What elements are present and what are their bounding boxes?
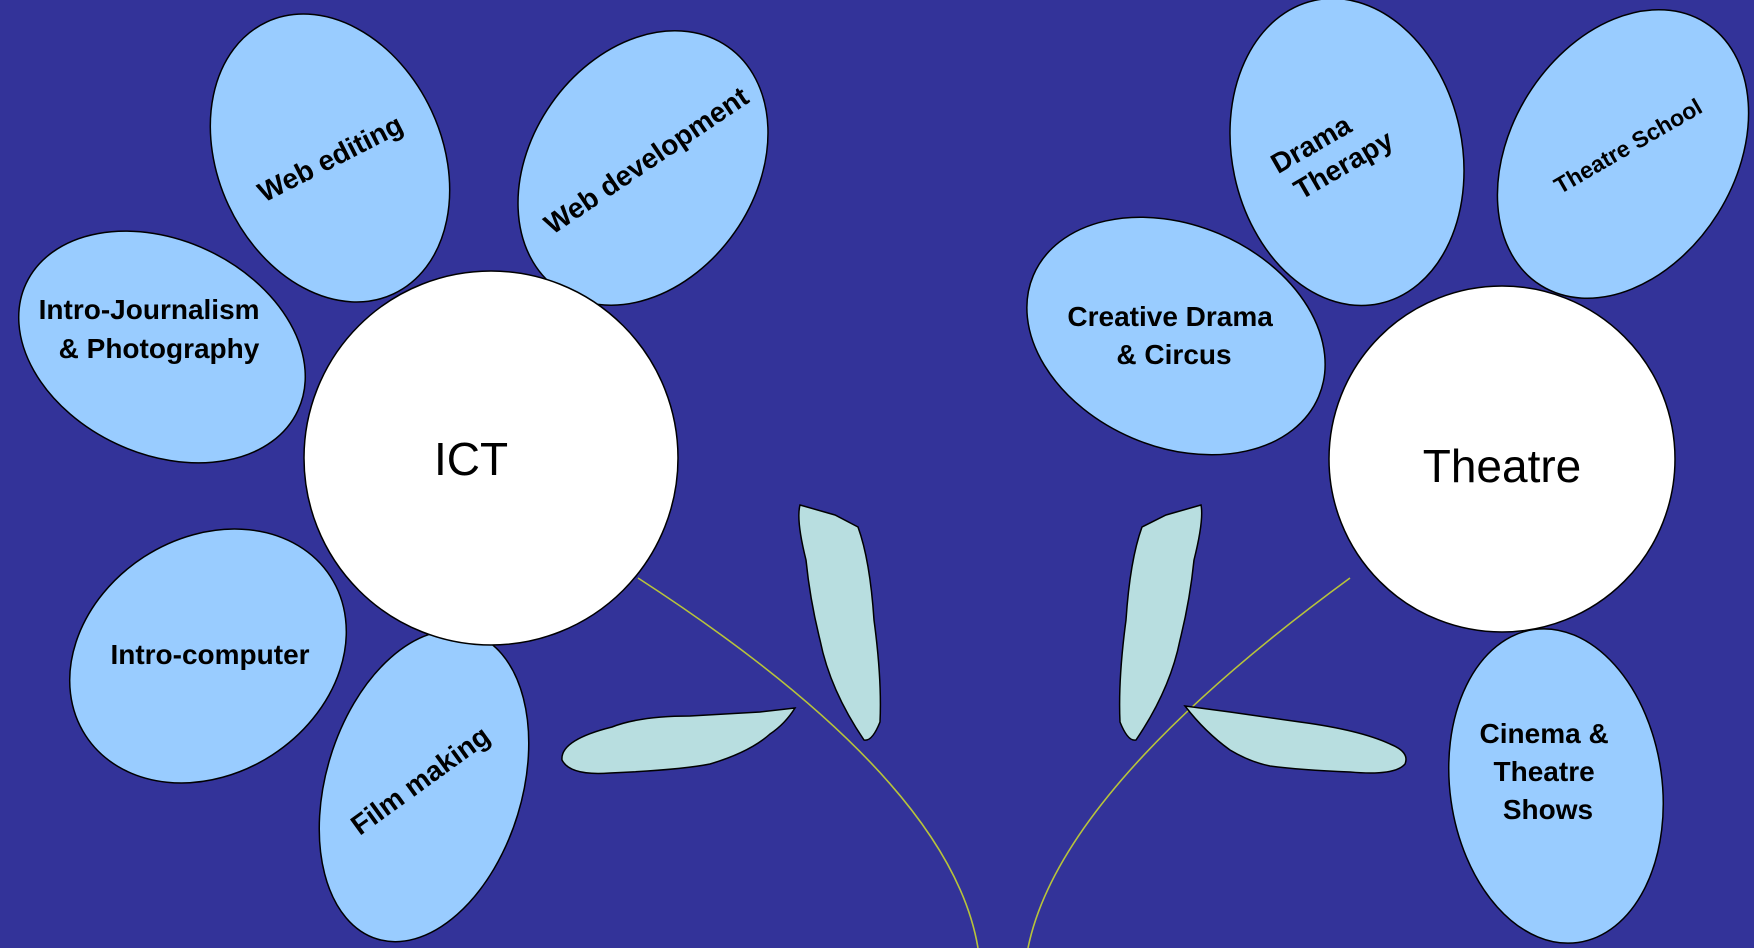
flower-center-ict (303, 270, 679, 646)
petal-label-line: & Circus (1116, 339, 1231, 370)
leaf-theatre-lower (1183, 705, 1407, 774)
petal-shape (17, 230, 307, 464)
petal-web-editing: Web editing (209, 13, 451, 303)
petal-cinema-theatre-shows: Cinema & Theatre Shows (1448, 628, 1664, 944)
petal-shape (1496, 9, 1750, 299)
petal-label-line: Theatre (1494, 756, 1595, 787)
petal-label: Cinema & Theatre Shows (1480, 718, 1617, 825)
petal-label-line: Intro-Journalism (39, 294, 260, 325)
petal-label: Creative Drama & Circus (1067, 301, 1280, 370)
petal-label-line: Creative Drama (1067, 301, 1273, 332)
petal-creative-drama: Creative Drama & Circus (1026, 216, 1326, 456)
leaf-ict-upper (798, 504, 882, 741)
center-label-theatre: Theatre (1423, 440, 1582, 492)
petal-label-line: & Photography (59, 333, 260, 364)
petal-label-line: Cinema & (1480, 718, 1609, 749)
petal-shape (68, 528, 348, 784)
petal-intro-computer: Intro-computer (68, 528, 348, 784)
petal-drama-therapy: Drama Therapy (1229, 0, 1465, 307)
center-label-ict: ICT (434, 433, 508, 485)
petal-label: Intro-Journalism & Photography (39, 294, 268, 364)
petal-shape (1026, 216, 1326, 456)
petal-intro-journalism: Intro-Journalism & Photography (17, 230, 307, 464)
flower-theatre: Drama Therapy Theatre School Creative Dr… (1026, 0, 1750, 944)
petal-label: Intro-computer (110, 639, 309, 670)
flower-ict: Web editing Web development Intro-Journa… (17, 13, 769, 943)
petal-label-line: Shows (1503, 794, 1593, 825)
flower-center-theatre (1328, 285, 1676, 633)
stem-ict (637, 577, 979, 948)
leaf-ict-lower (561, 707, 797, 775)
petal-film-making: Film making (318, 629, 530, 943)
petal-shape (209, 13, 451, 303)
stem-theatre (1027, 577, 1351, 948)
leaf-theatre-upper (1118, 504, 1203, 741)
petal-shape (1229, 0, 1465, 307)
petal-theatre-school: Theatre School (1496, 9, 1750, 299)
petal-label-line: Intro-computer (110, 639, 309, 670)
